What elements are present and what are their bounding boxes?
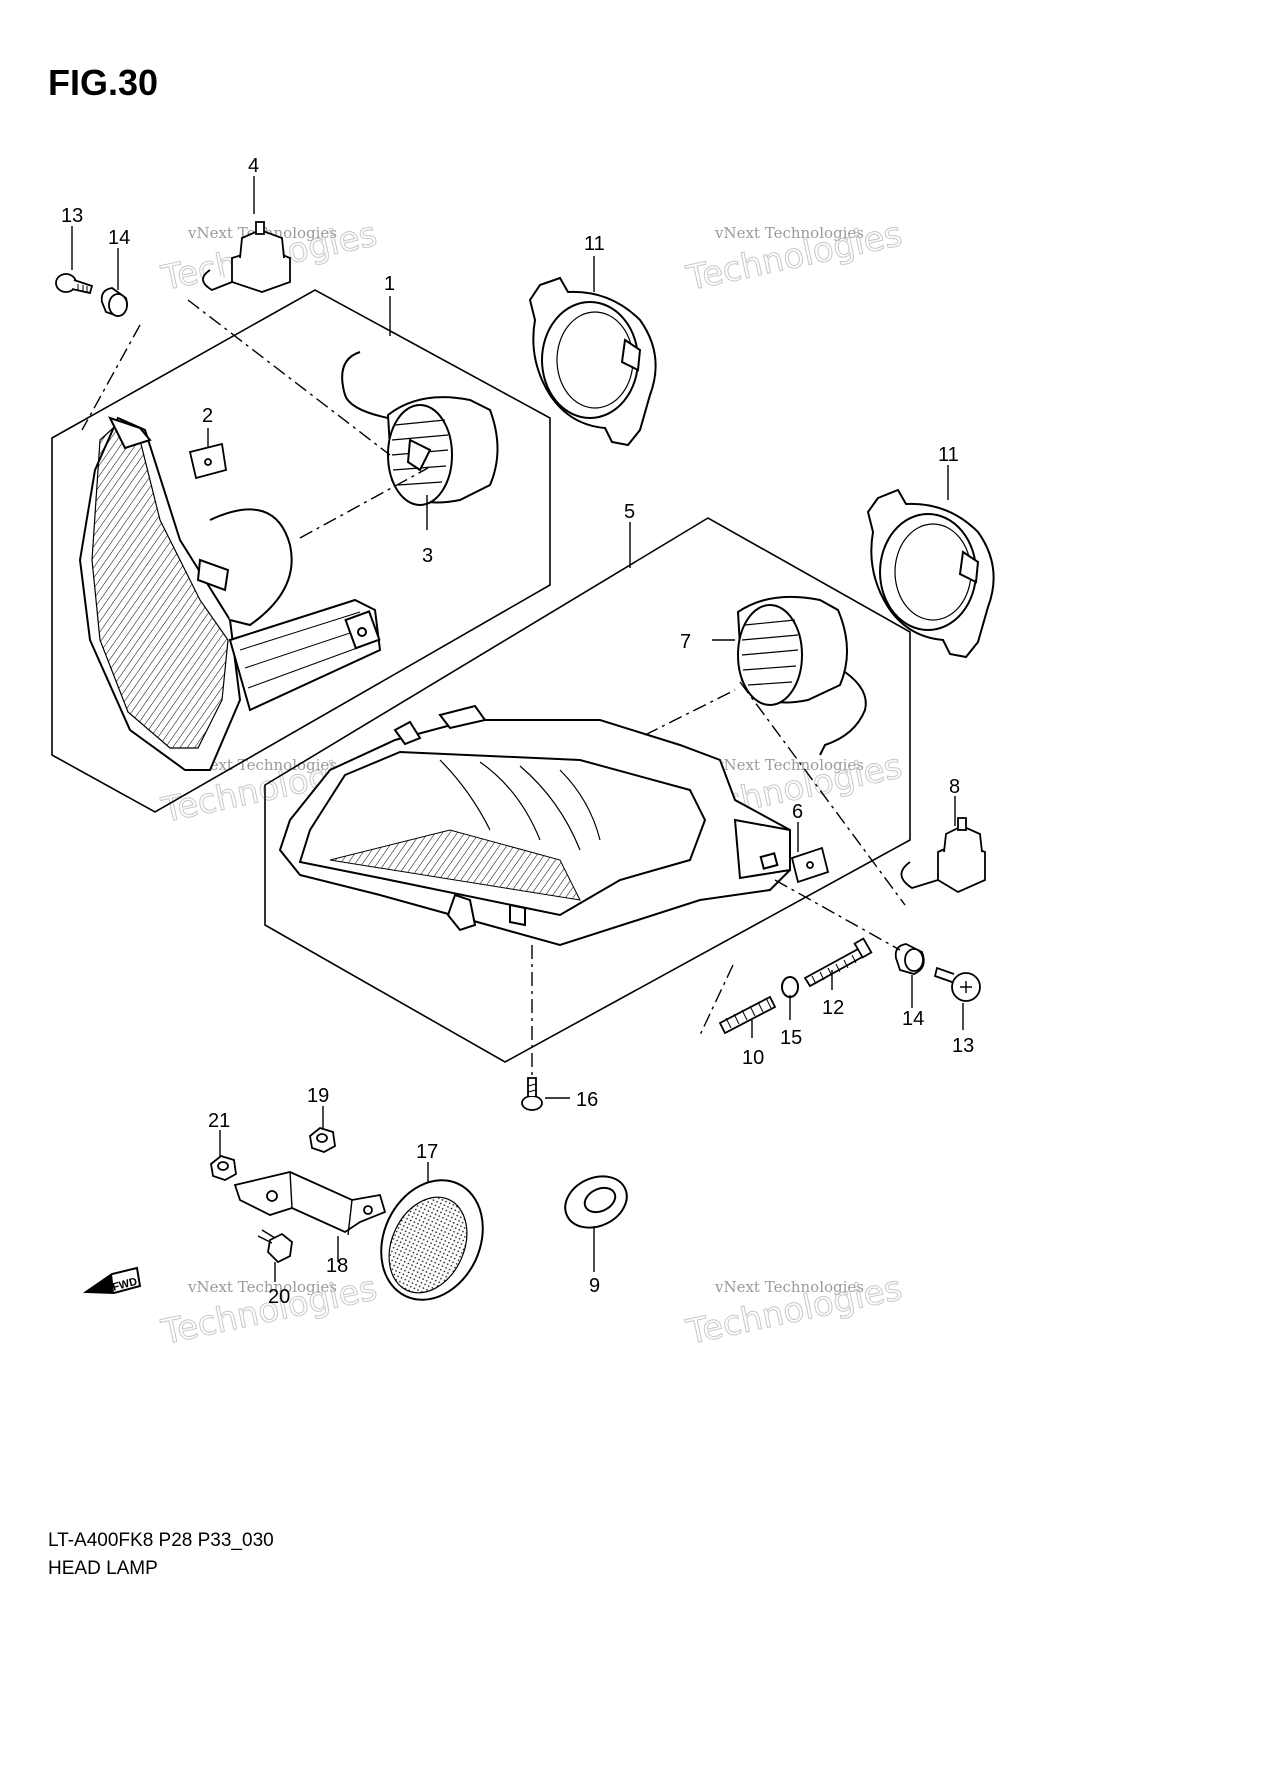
callout-13-top: 13: [61, 205, 83, 227]
callout-12: 12: [822, 997, 844, 1019]
callout-2: 2: [202, 405, 213, 427]
washer-part-15: [781, 976, 799, 998]
watermark-bottom-right: vNext Technologies Technologies: [682, 1268, 906, 1354]
watermark-top-right: vNext Technologies Technologies: [682, 214, 906, 300]
callout-6: 6: [792, 801, 803, 823]
callout-labels: 4 13 14 1 11 2 3 11 5 7 8 6 12 15 10 14 …: [61, 155, 974, 1308]
headlamp-housing-left: [78, 416, 382, 771]
watermark-bottom-left: vNext Technologies Technologies: [157, 1268, 381, 1354]
callout-14-right: 14: [902, 1008, 924, 1030]
clip-part-6: [790, 846, 830, 884]
callout-17: 17: [416, 1141, 438, 1163]
callout-15: 15: [780, 1027, 802, 1049]
bulb-part-8: [900, 817, 986, 894]
screw-part-13-top: [55, 273, 94, 295]
screw-part-13-right: [933, 966, 981, 1002]
forward-direction-arrow: FWD: [82, 1266, 142, 1295]
spring-part-10: [718, 995, 777, 1035]
callout-8: 8: [949, 776, 960, 798]
callout-21: 21: [208, 1110, 230, 1132]
callout-16: 16: [576, 1089, 598, 1111]
ring-part-11-top: [528, 276, 657, 447]
headlamp-assembly-5-box: [264, 517, 911, 1063]
svg-text:vNext Technologies: vNext Technologies: [714, 224, 864, 242]
figure-name: HEAD LAMP: [48, 1558, 158, 1579]
clip-part-2: [188, 442, 228, 480]
callout-11-right: 11: [938, 444, 959, 466]
svg-text:vNext Technologies: vNext Technologies: [187, 1278, 337, 1296]
dash-dot-lines: [81, 299, 906, 1075]
callout-10: 10: [742, 1047, 764, 1069]
bolt-part-20: [257, 1229, 293, 1264]
svg-text:vNext Technologies: vNext Technologies: [187, 756, 337, 774]
nut-part-19: [309, 1126, 336, 1153]
callout-1: 1: [384, 273, 395, 295]
callout-7: 7: [680, 631, 691, 653]
svg-text:vNext Technologies: vNext Technologies: [714, 756, 864, 774]
callout-13-right: 13: [952, 1035, 974, 1057]
bracket-part-18: [233, 1171, 387, 1236]
nut-part-21: [210, 1154, 237, 1181]
grommet-part-14-top: [100, 287, 128, 317]
callout-11-top: 11: [584, 233, 605, 255]
headlamp-housing-right: [278, 704, 791, 947]
svg-text:vNext Technologies: vNext Technologies: [714, 1278, 864, 1296]
ring-part-11-right: [866, 488, 995, 659]
callout-9: 9: [589, 1275, 600, 1297]
socket-part-3: [341, 351, 499, 506]
callout-19: 19: [307, 1085, 329, 1107]
callout-4: 4: [248, 155, 259, 177]
callout-14-top: 14: [108, 227, 130, 249]
socket-part-7: [736, 595, 867, 756]
callout-3: 3: [422, 545, 433, 567]
callout-18: 18: [326, 1255, 348, 1277]
headlamp-assembly-1-box: [51, 289, 551, 813]
figure-title: FIG.30: [48, 62, 159, 103]
reflector-part-17: [380, 1179, 484, 1301]
grommet-part-9: [564, 1175, 628, 1229]
leader-lines: [71, 176, 964, 1282]
callout-5: 5: [624, 501, 635, 523]
screw-part-16: [521, 1077, 543, 1111]
grommet-part-14-right: [894, 943, 925, 975]
adjusting-screw-part-12: [803, 937, 873, 988]
bulb-part-4: [202, 221, 291, 293]
figure-code: LT-A400FK8 P28 P33_030: [48, 1530, 274, 1551]
callout-20: 20: [268, 1286, 290, 1308]
